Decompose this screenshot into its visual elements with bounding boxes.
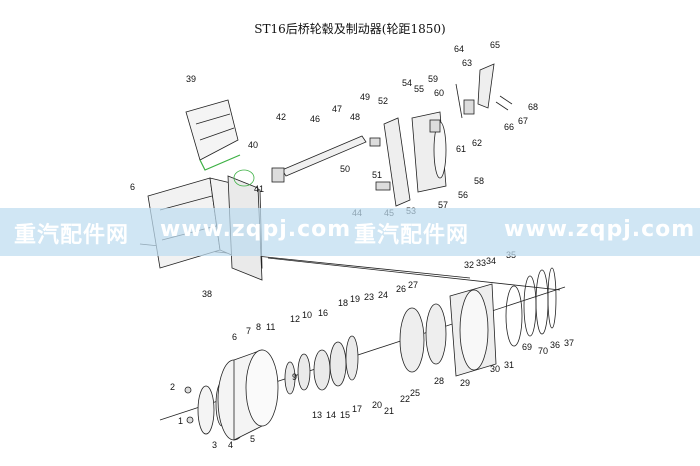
callout-4: 4 xyxy=(228,440,233,450)
callout-55: 55 xyxy=(414,84,424,94)
watermark-cn-left: 重汽配件网 xyxy=(14,223,130,248)
callout-30: 30 xyxy=(490,364,500,374)
brake-drum xyxy=(217,349,279,441)
callout-10: 10 xyxy=(302,310,312,320)
callout-6-housing: 6 xyxy=(130,182,135,192)
callout-50: 50 xyxy=(340,164,350,174)
callout-20: 20 xyxy=(372,400,382,410)
watermark-cn-right: 重汽配件网 xyxy=(354,223,470,248)
callout-59: 59 xyxy=(428,74,438,84)
callout-28: 28 xyxy=(434,376,444,386)
watermark-url-right: www.zqpj.com xyxy=(504,217,696,242)
brake-lining-plate xyxy=(185,99,241,171)
callout-5: 5 xyxy=(250,434,255,444)
callout-69: 69 xyxy=(522,342,532,352)
hub-bolts xyxy=(184,386,194,424)
callout-3: 3 xyxy=(212,440,217,450)
slack-adjuster xyxy=(455,63,513,119)
callout-61: 61 xyxy=(456,144,466,154)
callout-29: 29 xyxy=(460,378,470,388)
callout-1: 1 xyxy=(178,416,183,426)
callout-54: 54 xyxy=(402,78,412,88)
callout-47: 47 xyxy=(332,104,342,114)
camshaft xyxy=(271,135,367,183)
callout-18: 18 xyxy=(338,298,348,308)
callout-60: 60 xyxy=(434,88,444,98)
hub-body xyxy=(399,283,497,377)
callout-64: 64 xyxy=(454,44,464,54)
callout-40: 40 xyxy=(248,140,258,150)
callout-49: 49 xyxy=(360,92,370,102)
callout-62: 62 xyxy=(472,138,482,148)
callout-39: 39 xyxy=(186,74,196,84)
watermark-url-left: www.zqpj.com xyxy=(160,217,352,242)
callout-24: 24 xyxy=(378,290,388,300)
callout-41: 41 xyxy=(254,184,264,194)
callout-21: 21 xyxy=(384,406,394,416)
callout-6: 6 xyxy=(232,332,237,342)
callout-67: 67 xyxy=(518,116,528,126)
callout-2: 2 xyxy=(170,382,175,392)
callout-27: 27 xyxy=(408,280,418,290)
callout-33: 33 xyxy=(476,258,486,268)
bearing-group xyxy=(284,335,359,395)
callout-34: 34 xyxy=(486,256,496,266)
callout-22: 22 xyxy=(400,394,410,404)
callout-9: 9 xyxy=(292,372,297,382)
callout-48: 48 xyxy=(350,112,360,122)
callout-12: 12 xyxy=(290,314,300,324)
end-rings xyxy=(505,267,557,347)
callout-68: 68 xyxy=(528,102,538,112)
callout-56: 56 xyxy=(458,190,468,200)
callout-7: 7 xyxy=(246,326,251,336)
callout-51: 51 xyxy=(372,170,382,180)
callout-70: 70 xyxy=(538,346,548,356)
callout-63: 63 xyxy=(462,58,472,68)
callout-13: 13 xyxy=(312,410,322,420)
callout-8: 8 xyxy=(256,322,261,332)
callout-26: 26 xyxy=(396,284,406,294)
callout-38: 38 xyxy=(202,289,212,299)
callout-31: 31 xyxy=(504,360,514,370)
callout-23: 23 xyxy=(364,292,374,302)
chamber-bracket xyxy=(369,111,447,207)
watermark-band: 重汽配件网 www.zqpj.com 重汽配件网 www.zqpj.com xyxy=(0,208,700,256)
callout-14: 14 xyxy=(326,410,336,420)
guide-line xyxy=(267,257,561,291)
callout-32: 32 xyxy=(464,260,474,270)
callout-36: 36 xyxy=(550,340,560,350)
callout-65: 65 xyxy=(490,40,500,50)
callout-46: 46 xyxy=(310,114,320,124)
callout-11: 11 xyxy=(266,322,275,332)
callout-58: 58 xyxy=(474,176,484,186)
callout-57: 57 xyxy=(438,200,448,210)
callout-17: 17 xyxy=(352,404,362,414)
callout-25: 25 xyxy=(410,388,420,398)
callout-42: 42 xyxy=(276,112,286,122)
callout-66: 66 xyxy=(504,122,514,132)
callout-19: 19 xyxy=(350,294,360,304)
callout-16: 16 xyxy=(318,308,328,318)
callout-15: 15 xyxy=(340,410,350,420)
callout-52: 52 xyxy=(378,96,388,106)
diagram-title: ST16后桥轮毂及制动器(轮距1850) xyxy=(254,22,446,36)
callout-37: 37 xyxy=(564,338,574,348)
